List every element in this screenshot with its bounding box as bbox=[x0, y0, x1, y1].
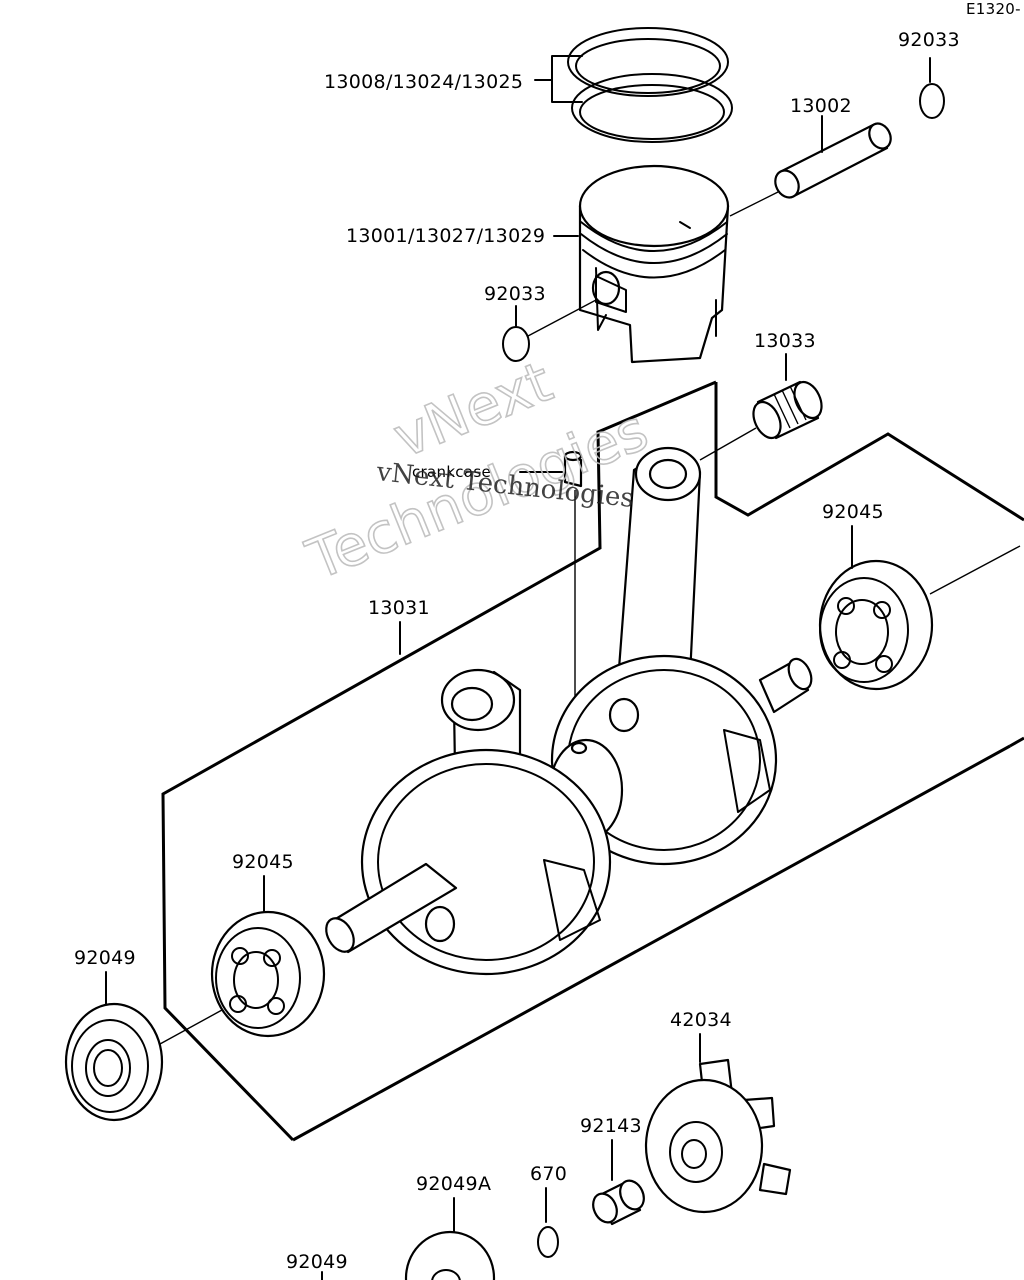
label-13033: 13033 bbox=[754, 330, 816, 352]
impeller bbox=[644, 1058, 792, 1214]
oil-seal-92049a bbox=[404, 1230, 496, 1280]
label-92033-mid: 92033 bbox=[484, 283, 546, 305]
label-crankcase: crankcase bbox=[412, 463, 491, 481]
piston-pin bbox=[774, 122, 892, 199]
piston bbox=[578, 164, 730, 364]
label-13031: 13031 bbox=[368, 597, 430, 619]
label-92033-top: 92033 bbox=[898, 29, 960, 51]
oil-seal-left bbox=[64, 1002, 164, 1122]
piston-rings bbox=[567, 27, 733, 143]
label-92049A: 92049A bbox=[416, 1173, 491, 1195]
needle-bearing bbox=[752, 380, 823, 440]
crankshaft bbox=[325, 446, 813, 976]
reference-code: E1320- bbox=[966, 0, 1021, 18]
pin-axis-line bbox=[729, 191, 779, 217]
label-13008: 13008/13024/13025 bbox=[324, 71, 523, 93]
rings-leader bbox=[534, 55, 583, 103]
bearing-left bbox=[210, 910, 326, 1038]
bearing-right bbox=[818, 559, 934, 691]
circlip-mid-axis bbox=[527, 299, 597, 337]
label-13002: 13002 bbox=[790, 95, 852, 117]
label-92045-left: 92045 bbox=[232, 851, 294, 873]
label-92049-left: 92049 bbox=[74, 947, 136, 969]
seal-left-axis bbox=[159, 1009, 223, 1045]
label-670: 670 bbox=[530, 1163, 567, 1185]
outline-bottom-edge bbox=[292, 744, 1011, 1142]
o-ring bbox=[537, 1226, 559, 1258]
bearing-axis-line bbox=[699, 427, 757, 461]
label-13001: 13001/13027/13029 bbox=[346, 225, 545, 247]
bearing-right-axis bbox=[929, 545, 1021, 595]
label-92045-right: 92045 bbox=[822, 501, 884, 523]
collar bbox=[592, 1179, 645, 1226]
label-92143: 92143 bbox=[580, 1115, 642, 1137]
label-42034: 42034 bbox=[670, 1009, 732, 1031]
circlip-top bbox=[919, 83, 945, 119]
crankcase-pin bbox=[563, 450, 583, 488]
label-92049-bottom: 92049 bbox=[286, 1251, 348, 1273]
